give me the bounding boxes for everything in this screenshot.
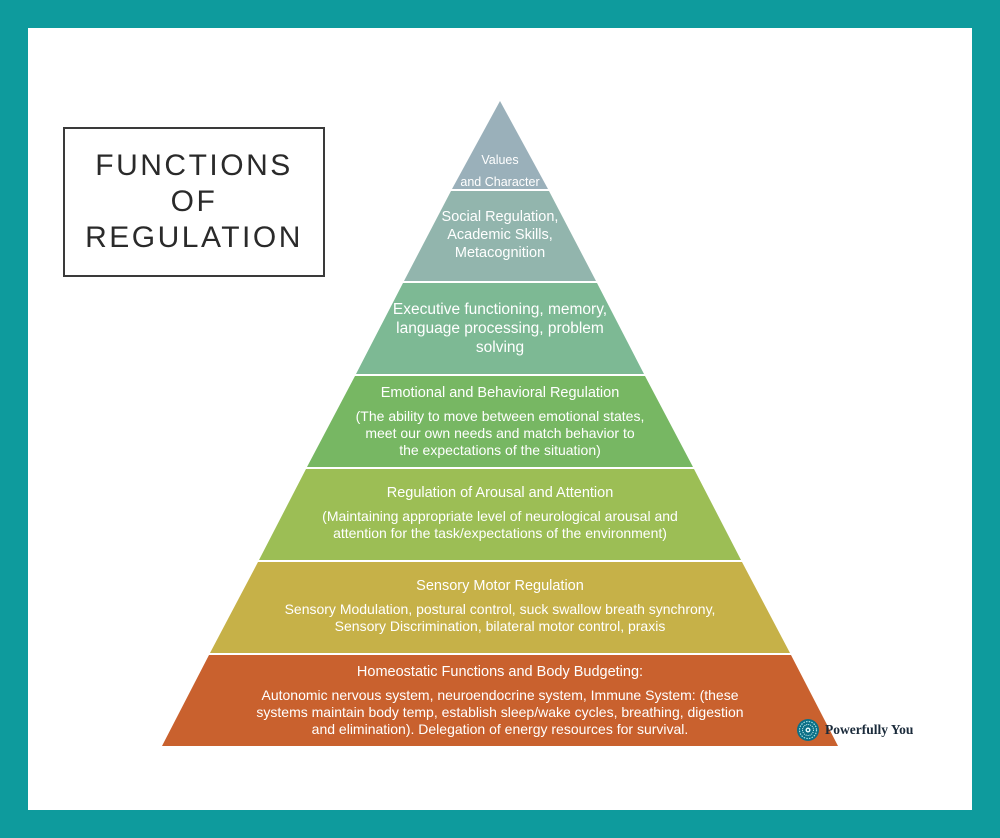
- tier-6-heading: Sensory Motor Regulation: [416, 578, 584, 594]
- tier-1-heading: Values and Character: [460, 153, 540, 189]
- pyramid: [162, 101, 838, 746]
- title-line-1: FUNCTIONS: [95, 149, 293, 182]
- logo: Powerfully You: [796, 718, 913, 742]
- tier-5-shape: [259, 469, 741, 560]
- tier-2-shape: [404, 191, 596, 281]
- mandala-icon: [797, 719, 819, 741]
- tier-1-shape: [452, 101, 548, 189]
- tier-4-heading: Emotional and Behavioral Regulation: [380, 385, 620, 401]
- tier-4-text: Emotional and Behavioral Regulation (The…: [315, 385, 685, 459]
- title-line-2: OF: [170, 185, 218, 218]
- tier-6-body: Sensory Modulation, postural control, su…: [284, 601, 716, 634]
- logo-text: Powerfully You: [825, 722, 914, 737]
- tier-5-body: (Maintaining appropriate level of neurol…: [322, 508, 678, 541]
- tier-6-text: Sensory Motor Regulation Sensory Modulat…: [226, 578, 774, 635]
- tier-7-body: Autonomic nervous system, neuroendocrine…: [256, 687, 744, 737]
- tier-7-shape: [162, 655, 838, 746]
- tier-7-text: Homeostatic Functions and Body Budgeting…: [200, 664, 800, 738]
- tier-3-text: Executive functioning, memory, language …: [350, 300, 650, 357]
- title-line-3: REGULATION: [85, 221, 303, 254]
- tier-4-shape: [307, 376, 693, 467]
- tier-3-heading: Executive functioning, memory, language …: [392, 301, 608, 356]
- tier-6-shape: [210, 562, 790, 653]
- tier-5-text: Regulation of Arousal and Attention (Mai…: [260, 485, 740, 542]
- tier-2-heading: Social Regulation, Academic Skills, Meta…: [441, 209, 559, 261]
- tier-3-shape: [356, 283, 644, 374]
- tier-1-text: Values and Character: [450, 149, 550, 193]
- diagram-canvas: FUNCTIONS OF REGULATION Values and Chara…: [28, 28, 972, 810]
- title-box: FUNCTIONS OF REGULATION: [63, 127, 325, 277]
- tier-4-body: (The ability to move between emotional s…: [355, 408, 645, 458]
- tier-2-text: Social Regulation, Academic Skills, Meta…: [410, 208, 590, 262]
- tier-5-heading: Regulation of Arousal and Attention: [386, 485, 614, 501]
- tier-7-heading: Homeostatic Functions and Body Budgeting…: [356, 664, 644, 680]
